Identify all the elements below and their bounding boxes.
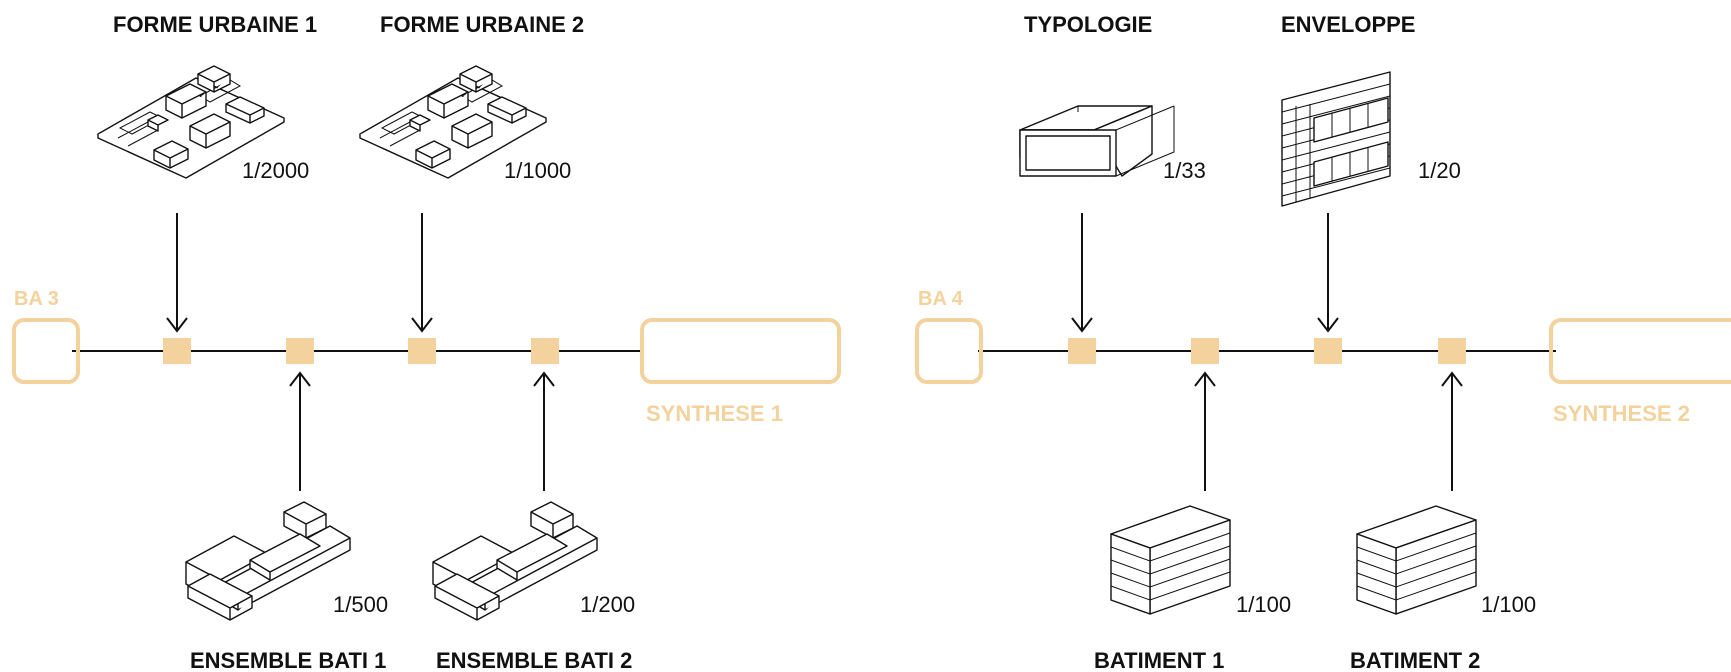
- right-timeline: BA 4 SYNTHESE 2 TYPOLOGIE ENVELOPPE 1/33…: [915, 12, 1731, 672]
- left-bottom-title-1: ENSEMBLE BATI 1: [190, 648, 386, 672]
- left-top-scale-2: 1/1000: [504, 158, 571, 183]
- right-arrow-1: [1071, 213, 1093, 333]
- left-node-4: [531, 338, 559, 364]
- right-arrow-4: [1441, 371, 1463, 491]
- building-block-icon: [432, 501, 598, 621]
- right-node-2: [1191, 338, 1219, 364]
- right-node-1: [1068, 338, 1096, 364]
- building-block-icon: [185, 501, 351, 621]
- right-start-box: [915, 318, 983, 384]
- left-top-title-1: FORME URBAINE 1: [113, 12, 317, 37]
- left-top-scale-1: 1/2000: [242, 158, 309, 183]
- right-bottom-title-2: BATIMENT 2: [1350, 648, 1480, 672]
- left-start-box: [12, 318, 80, 384]
- left-end-label: SYNTHESE 1: [646, 401, 783, 426]
- right-arrow-3: [1317, 213, 1339, 333]
- facade-icon: [1281, 71, 1391, 207]
- right-top-scale-2: 1/20: [1418, 158, 1461, 183]
- left-bottom-title-2: ENSEMBLE BATI 2: [436, 648, 632, 672]
- right-top-title-1: TYPOLOGIE: [1024, 12, 1152, 37]
- left-node-3: [408, 338, 436, 364]
- left-node-1: [163, 338, 191, 364]
- left-top-title-2: FORME URBAINE 2: [380, 12, 584, 37]
- urban-plan-icon: [359, 65, 547, 179]
- left-arrow-3: [411, 213, 433, 333]
- right-node-3: [1314, 338, 1342, 364]
- urban-plan-icon: [97, 65, 285, 179]
- right-end-box: [1549, 318, 1731, 384]
- stacked-building-icon: [1356, 505, 1477, 615]
- left-timeline: BA 3 SYNTHESE 1 FORME URBAINE 1 FORME UR…: [12, 12, 841, 672]
- right-bottom-scale-2: 1/100: [1481, 592, 1536, 617]
- left-end-box: [640, 318, 841, 384]
- right-node-4: [1438, 338, 1466, 364]
- right-bottom-title-1: BATIMENT 1: [1094, 648, 1224, 672]
- right-end-label: SYNTHESE 2: [1553, 401, 1690, 426]
- left-arrow-4: [533, 371, 555, 491]
- right-top-title-2: ENVELOPPE: [1281, 12, 1415, 37]
- left-start-label: BA 3: [14, 288, 59, 310]
- stacked-building-icon: [1110, 505, 1231, 615]
- left-bottom-scale-1: 1/500: [333, 592, 388, 617]
- right-top-scale-1: 1/33: [1163, 158, 1206, 183]
- right-arrow-2: [1194, 371, 1216, 491]
- left-bottom-scale-2: 1/200: [580, 592, 635, 617]
- left-arrow-2: [289, 371, 311, 491]
- left-arrow-1: [166, 213, 188, 333]
- right-start-label: BA 4: [918, 288, 964, 310]
- right-bottom-scale-1: 1/100: [1236, 592, 1291, 617]
- left-node-2: [286, 338, 314, 364]
- typology-section-icon: [1019, 105, 1175, 177]
